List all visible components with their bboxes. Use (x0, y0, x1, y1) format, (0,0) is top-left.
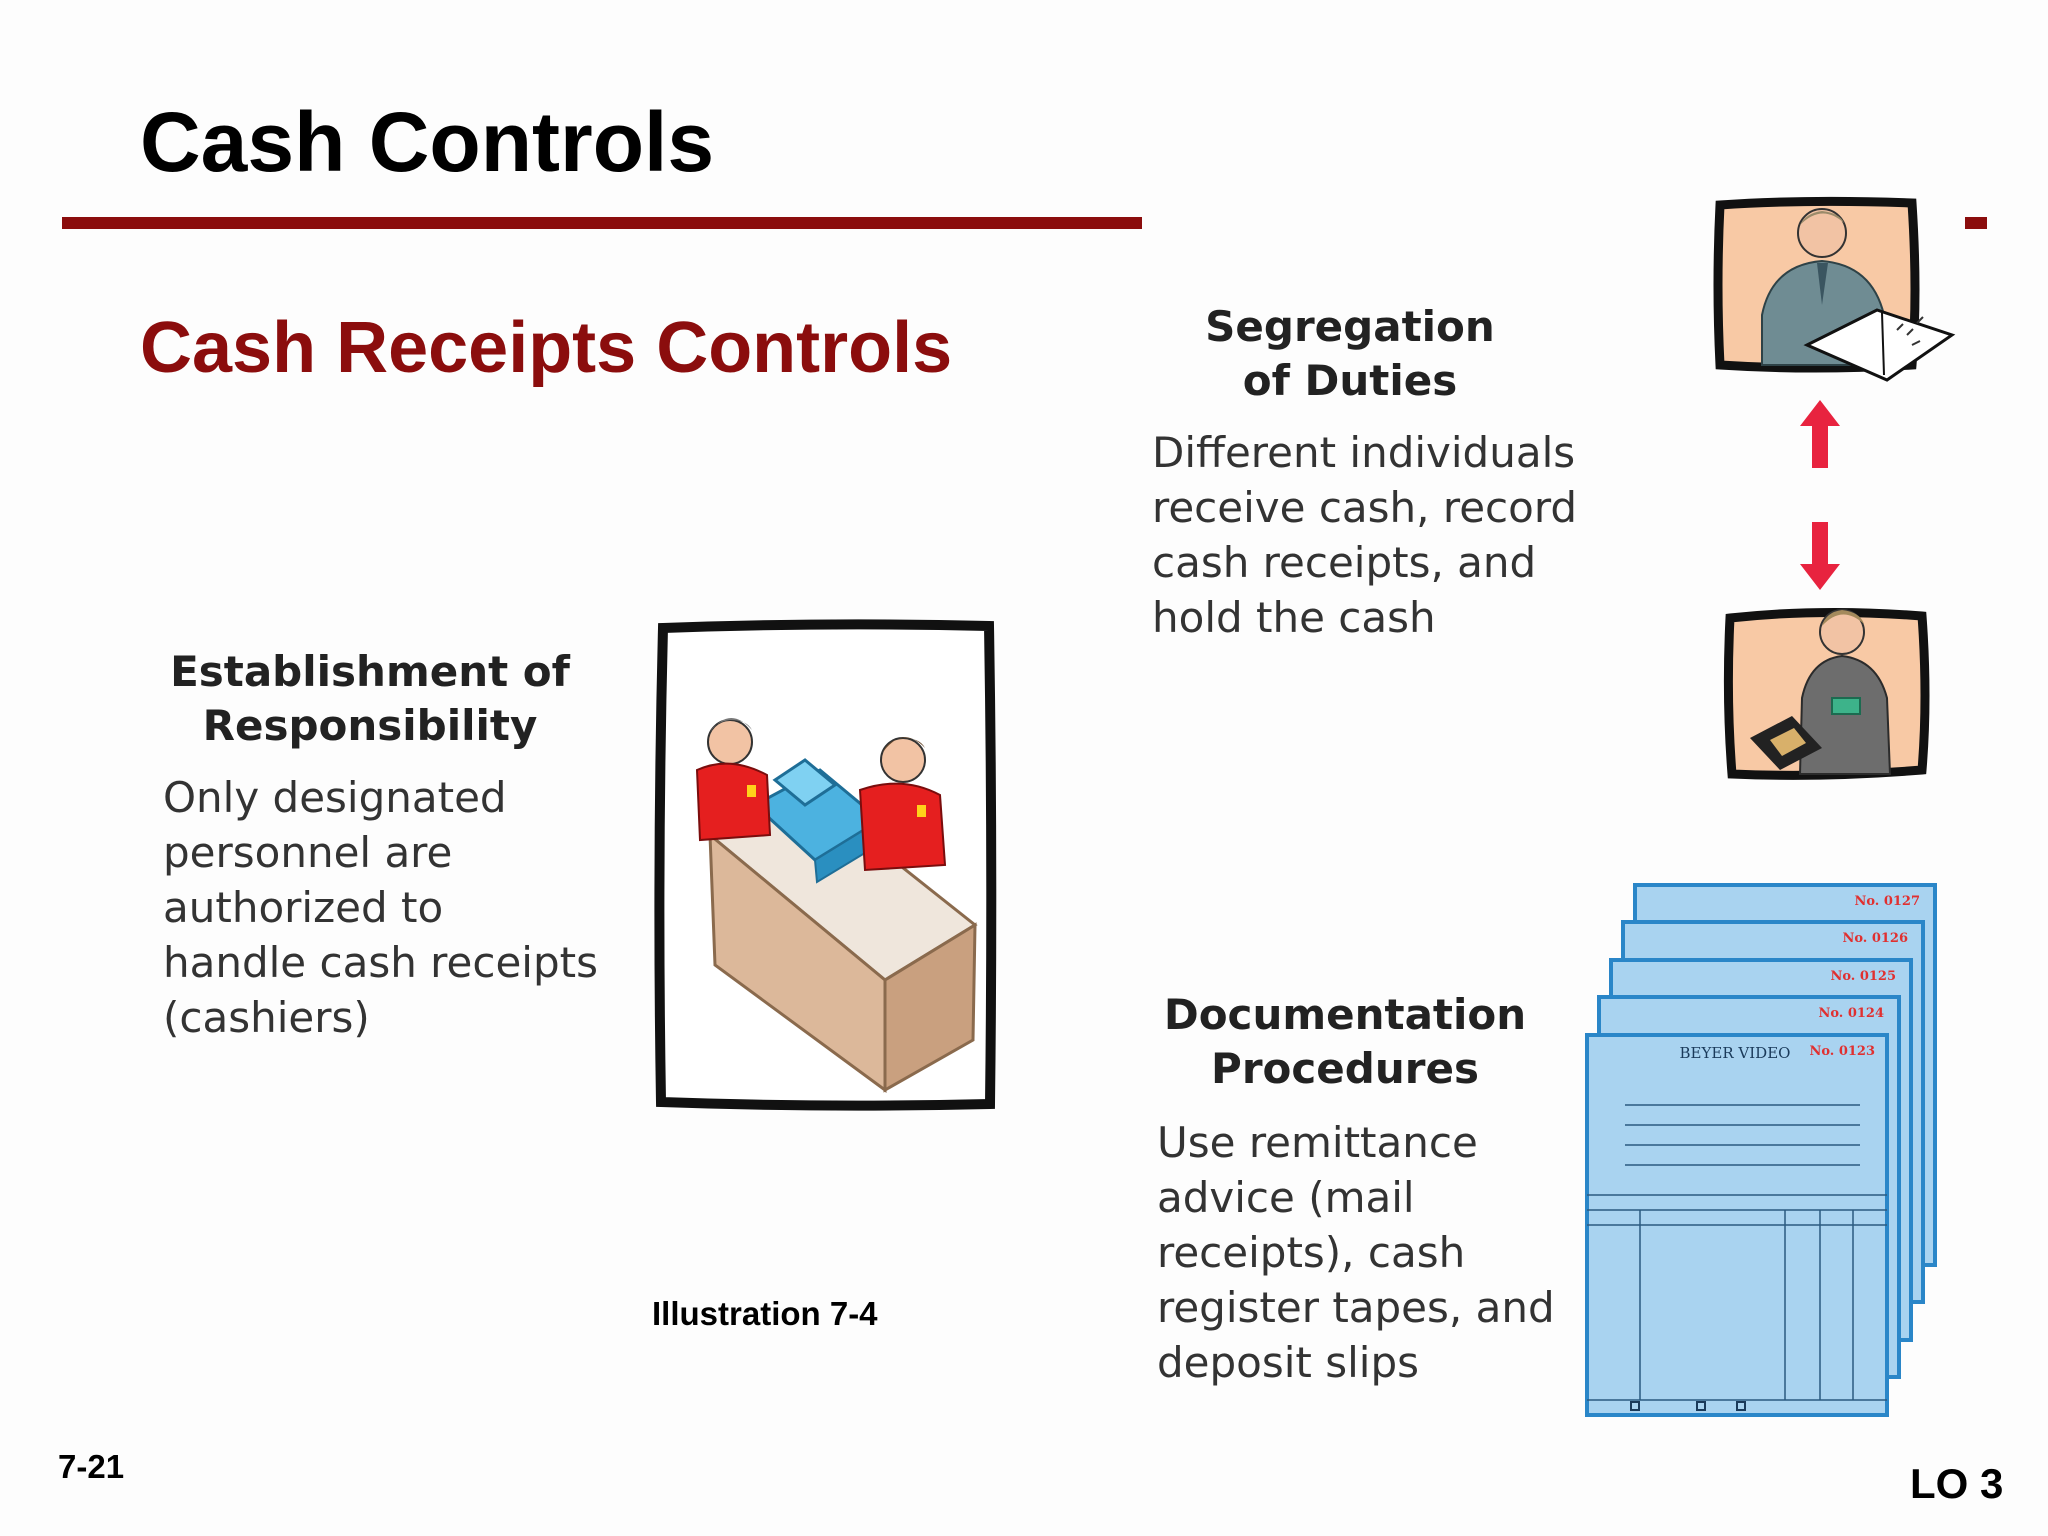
section-body-segregation: Different individuals receive cash, reco… (1152, 425, 1577, 645)
section-body-documentation: Use remittance advice (mail receipts), c… (1157, 1115, 1555, 1390)
down-arrow-icon (1800, 522, 1840, 590)
slide-title: Cash Controls (140, 95, 715, 189)
title-divider (62, 217, 1142, 229)
body-line: personnel are (163, 828, 453, 877)
body-line: Different individuals (1152, 428, 1576, 477)
body-line: authorized to (163, 883, 444, 932)
body-line: Use remittance (1157, 1118, 1478, 1167)
body-line: deposit slips (1157, 1338, 1419, 1387)
receipt-number: No. 0127 (1854, 894, 1920, 909)
body-line: (cashiers) (163, 993, 370, 1042)
heading-line: Establishment of (170, 647, 570, 696)
cashier-counter-illustration (654, 619, 997, 1111)
body-line: advice (mail (1157, 1173, 1415, 1222)
receipt-number: No. 0124 (1818, 1006, 1884, 1021)
receipt-stack-illustration: No. 0127 No. 0126 No. 0125 No. 0124 No. … (1585, 883, 1937, 1417)
receipt-number: No. 0125 (1830, 969, 1896, 984)
receipt-number: No. 0123 (1809, 1044, 1875, 1059)
slide-subtitle: Cash Receipts Controls (140, 308, 953, 388)
divider-tick (1965, 217, 1987, 229)
heading-line: Documentation (1163, 990, 1527, 1039)
body-line: receive cash, record (1152, 483, 1578, 532)
receipt-company: BEYER VIDEO (1680, 1044, 1791, 1062)
heading-line: of Duties (1242, 356, 1458, 405)
heading-line: Procedures (1211, 1044, 1479, 1093)
receipt-number: No. 0126 (1842, 931, 1908, 946)
body-line: register tapes, and (1157, 1283, 1555, 1332)
clerk-cash-illustration (1723, 607, 1930, 780)
heading-line: Segregation (1205, 302, 1495, 351)
learning-objective: LO 3 (1910, 1460, 2004, 1507)
section-heading-responsibility: Establishment of Responsibility (170, 645, 570, 753)
heading-line: Responsibility (202, 701, 538, 750)
slide-number: 7-21 (58, 1448, 125, 1485)
accountant-ledger-illustration (1713, 196, 1956, 382)
body-line: Only designated (163, 773, 507, 822)
section-body-responsibility: Only designated personnel are authorized… (163, 770, 598, 1045)
up-arrow-icon (1800, 400, 1840, 468)
body-line: hold the cash (1152, 593, 1436, 642)
section-heading-segregation: Segregation of Duties (1155, 300, 1545, 408)
section-heading-documentation: Documentation Procedures (1150, 988, 1540, 1096)
illustration-caption: Illustration 7-4 (652, 1295, 878, 1332)
body-line: cash receipts, and (1152, 538, 1537, 587)
body-line: handle cash receipts (163, 938, 598, 987)
body-line: receipts), cash (1157, 1228, 1466, 1277)
